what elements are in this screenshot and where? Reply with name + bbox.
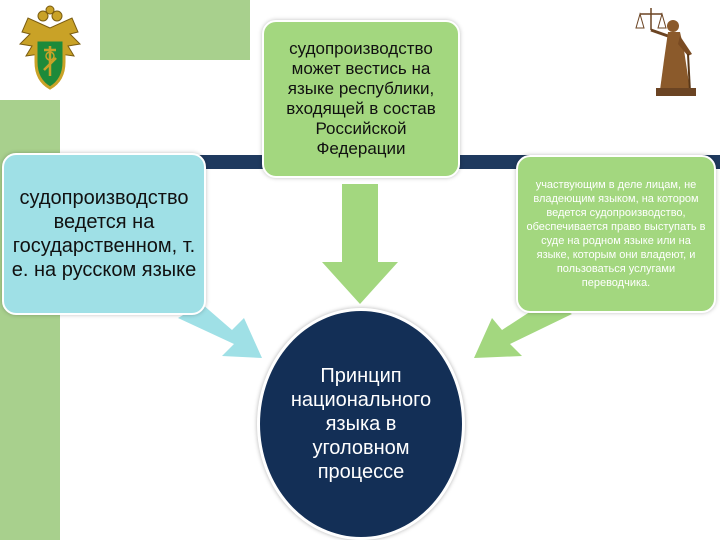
themis-panel <box>618 0 718 100</box>
node-right-interpreter-right: участвующим в деле лицам, не владеющим я… <box>516 155 716 313</box>
center-principle-circle: Принцип национального языка в уголовном … <box>257 308 465 540</box>
top-accent-bar <box>100 0 250 60</box>
arrow-top-to-center <box>322 184 398 304</box>
emblem-panel <box>0 0 100 100</box>
node-right-text: участвующим в деле лицам, не владеющим я… <box>526 179 706 289</box>
node-left-state-language: судопроизводство ведется на государствен… <box>2 153 206 315</box>
arrow-right-to-center <box>474 300 572 358</box>
center-principle-text: Принцип национального языка в уголовном … <box>290 365 432 483</box>
node-top-republic-language: судопроизводство может вестись на языке … <box>262 20 460 178</box>
node-left-text: судопроизводство ведется на государствен… <box>11 187 197 281</box>
arrow-left-to-center <box>178 304 262 358</box>
coat-of-arms-icon <box>18 5 82 90</box>
themis-statue-icon <box>635 8 696 96</box>
node-top-text: судопроизводство может вестись на языке … <box>286 39 436 158</box>
